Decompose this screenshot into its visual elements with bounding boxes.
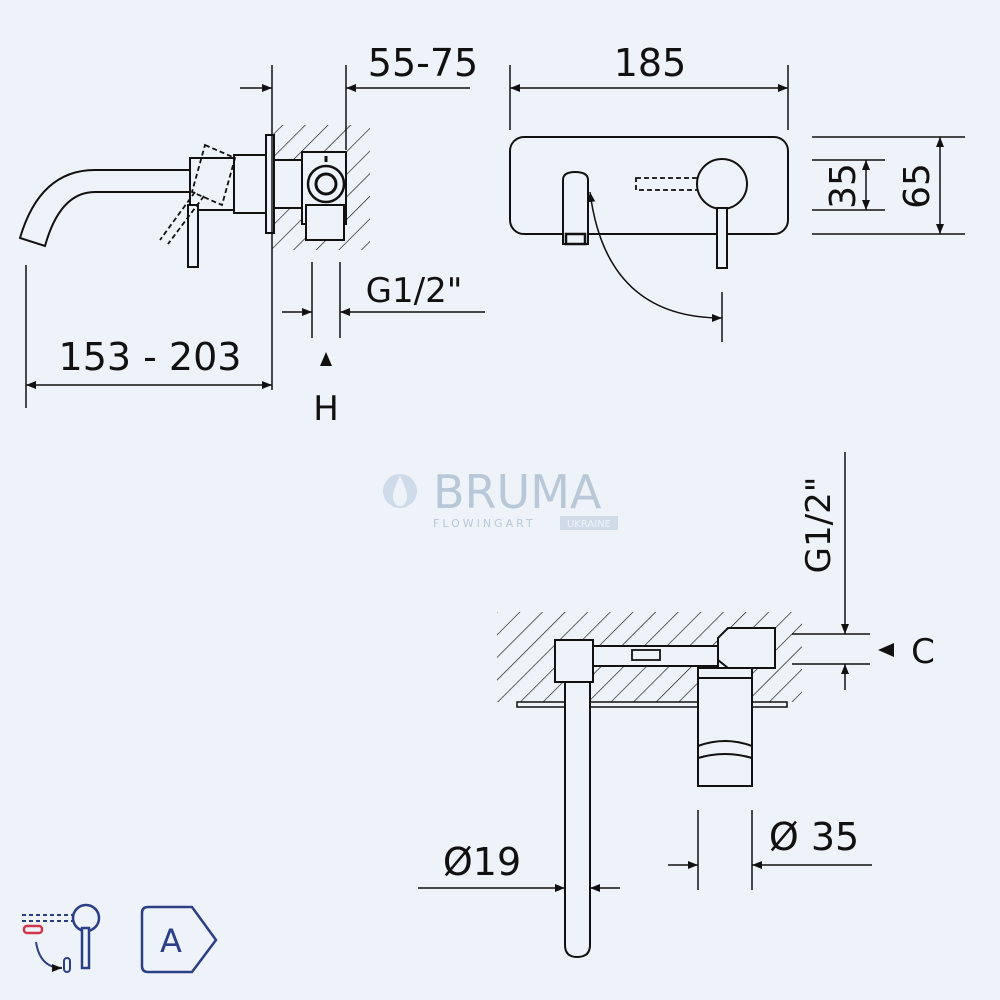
dim-height-small: 35 bbox=[823, 163, 864, 209]
spout-top bbox=[564, 681, 591, 959]
rotation-arc bbox=[587, 191, 723, 322]
dim-inlet-bottom: G1/2" bbox=[799, 477, 839, 574]
dim-spout-diameter: Ø19 bbox=[443, 840, 521, 884]
cover-plate bbox=[265, 134, 275, 234]
cold-start-icon bbox=[22, 903, 101, 973]
hot-indicator-icon bbox=[22, 924, 44, 935]
lever-front bbox=[716, 207, 728, 269]
handle-front bbox=[696, 158, 748, 210]
energy-class-badge: A bbox=[140, 905, 218, 974]
brand-region: UKRAINE bbox=[567, 519, 611, 530]
top-view: G1/2" C Ø19 Ø 35 bbox=[418, 452, 935, 959]
mixer-collar bbox=[233, 154, 267, 214]
brand-tagline: FLOWINGART bbox=[433, 517, 536, 530]
dim-wall-depth: 55-75 bbox=[368, 41, 478, 85]
lever-down bbox=[187, 204, 199, 268]
dim-inlet-side: G1/2" bbox=[366, 271, 463, 311]
spout-side bbox=[18, 169, 193, 248]
label-c: C bbox=[911, 632, 935, 672]
right-valve bbox=[717, 627, 776, 669]
lever-rotated-dashed bbox=[159, 143, 237, 245]
valve-outlet bbox=[305, 204, 345, 241]
spout-front bbox=[562, 170, 589, 245]
brand-watermark: BRUMA FLOWINGART UKRAINE bbox=[383, 465, 618, 530]
energy-class-letter: A bbox=[160, 922, 182, 960]
handle-top bbox=[697, 677, 753, 787]
label-h: H bbox=[313, 389, 339, 429]
thermometer-icon bbox=[63, 957, 71, 973]
left-block bbox=[554, 639, 594, 683]
brand-name: BRUMA bbox=[433, 465, 602, 519]
dim-height-large: 65 bbox=[897, 163, 938, 209]
valve-stem bbox=[273, 159, 303, 209]
dim-handle-diameter: Ø 35 bbox=[769, 815, 859, 859]
dim-spout-length: 153 - 203 bbox=[59, 335, 242, 379]
plate-edge bbox=[516, 701, 788, 708]
valve-inlet-inner bbox=[314, 172, 338, 196]
side-view: 55-75 153 - 203 G1/2" H bbox=[18, 41, 485, 429]
dim-plate-width: 185 bbox=[614, 41, 687, 85]
front-view: 185 35 65 bbox=[509, 41, 965, 342]
